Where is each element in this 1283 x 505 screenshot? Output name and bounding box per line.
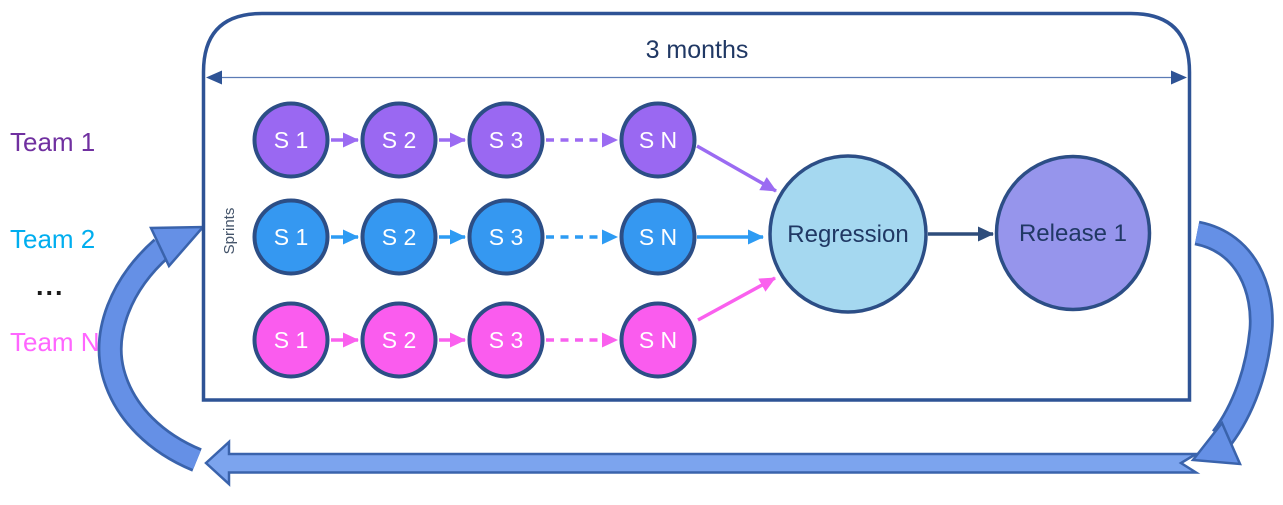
sprint-node — [619, 198, 697, 276]
feedback-arrow-left-curve — [97, 225, 206, 472]
sprint-node — [360, 101, 438, 179]
team-2-sprint-row: S 1 S 2 S 3 S N — [252, 198, 697, 276]
sprint-node-label: S 1 — [274, 327, 309, 353]
sprint-node — [360, 198, 438, 276]
sprint-node-label: S 2 — [382, 127, 417, 153]
sprint-node-label: S 3 — [489, 327, 524, 353]
sprint-node — [467, 301, 545, 379]
left-curve-arrowhead-icon — [149, 225, 206, 269]
sprint-node-label: S N — [639, 224, 677, 250]
team-1-sprint-row: S 1 S 2 S 3 S N — [252, 101, 697, 179]
teams-ellipsis: ... — [36, 271, 65, 301]
regression-node — [768, 154, 928, 314]
team-n-sprint-row: S 1 S 2 S 3 S N — [252, 301, 697, 379]
sprint-node — [467, 198, 545, 276]
sprint-node-label: S 3 — [489, 224, 524, 250]
team-1-to-regression-arrow — [696, 144, 777, 193]
regression-label: Regression — [787, 221, 908, 248]
team-2-label: Team 2 — [10, 224, 95, 254]
sprint-node — [619, 101, 697, 179]
sprint-node-label: S 2 — [382, 224, 417, 250]
team-n-to-regression-arrow — [697, 276, 776, 322]
sprint-node-label: S 2 — [382, 327, 417, 353]
sprint-node — [252, 301, 330, 379]
right-curve-arrowhead-icon — [1190, 420, 1242, 466]
team-n-label: Team N — [10, 327, 100, 357]
duration-arrowhead-right-icon — [1171, 70, 1187, 85]
timeline-container — [201, 11, 1192, 402]
team-1-label: Team 1 — [10, 127, 95, 157]
sprint-node-label: S 1 — [274, 224, 309, 250]
sprint-node — [360, 301, 438, 379]
sprint-node — [467, 101, 545, 179]
release-label: Release 1 — [1019, 220, 1127, 247]
duration-arrow — [206, 70, 1187, 85]
sprints-axis-label: Sprints — [221, 208, 238, 255]
release-node — [994, 154, 1152, 312]
sprint-node-label: S N — [639, 327, 677, 353]
feedback-arrow-right-curve — [1190, 220, 1274, 466]
duration-label: 3 months — [646, 36, 749, 64]
feedback-loop — [97, 220, 1274, 487]
sprint-node-label: S N — [639, 127, 677, 153]
duration-arrowhead-left-icon — [206, 70, 222, 85]
sprint-node-label: S 3 — [489, 127, 524, 153]
sprint-node — [619, 301, 697, 379]
sprint-node-label: S 1 — [274, 127, 309, 153]
sprint-node — [252, 198, 330, 276]
sprint-node — [252, 101, 330, 179]
feedback-arrow-bottom — [204, 439, 1201, 487]
